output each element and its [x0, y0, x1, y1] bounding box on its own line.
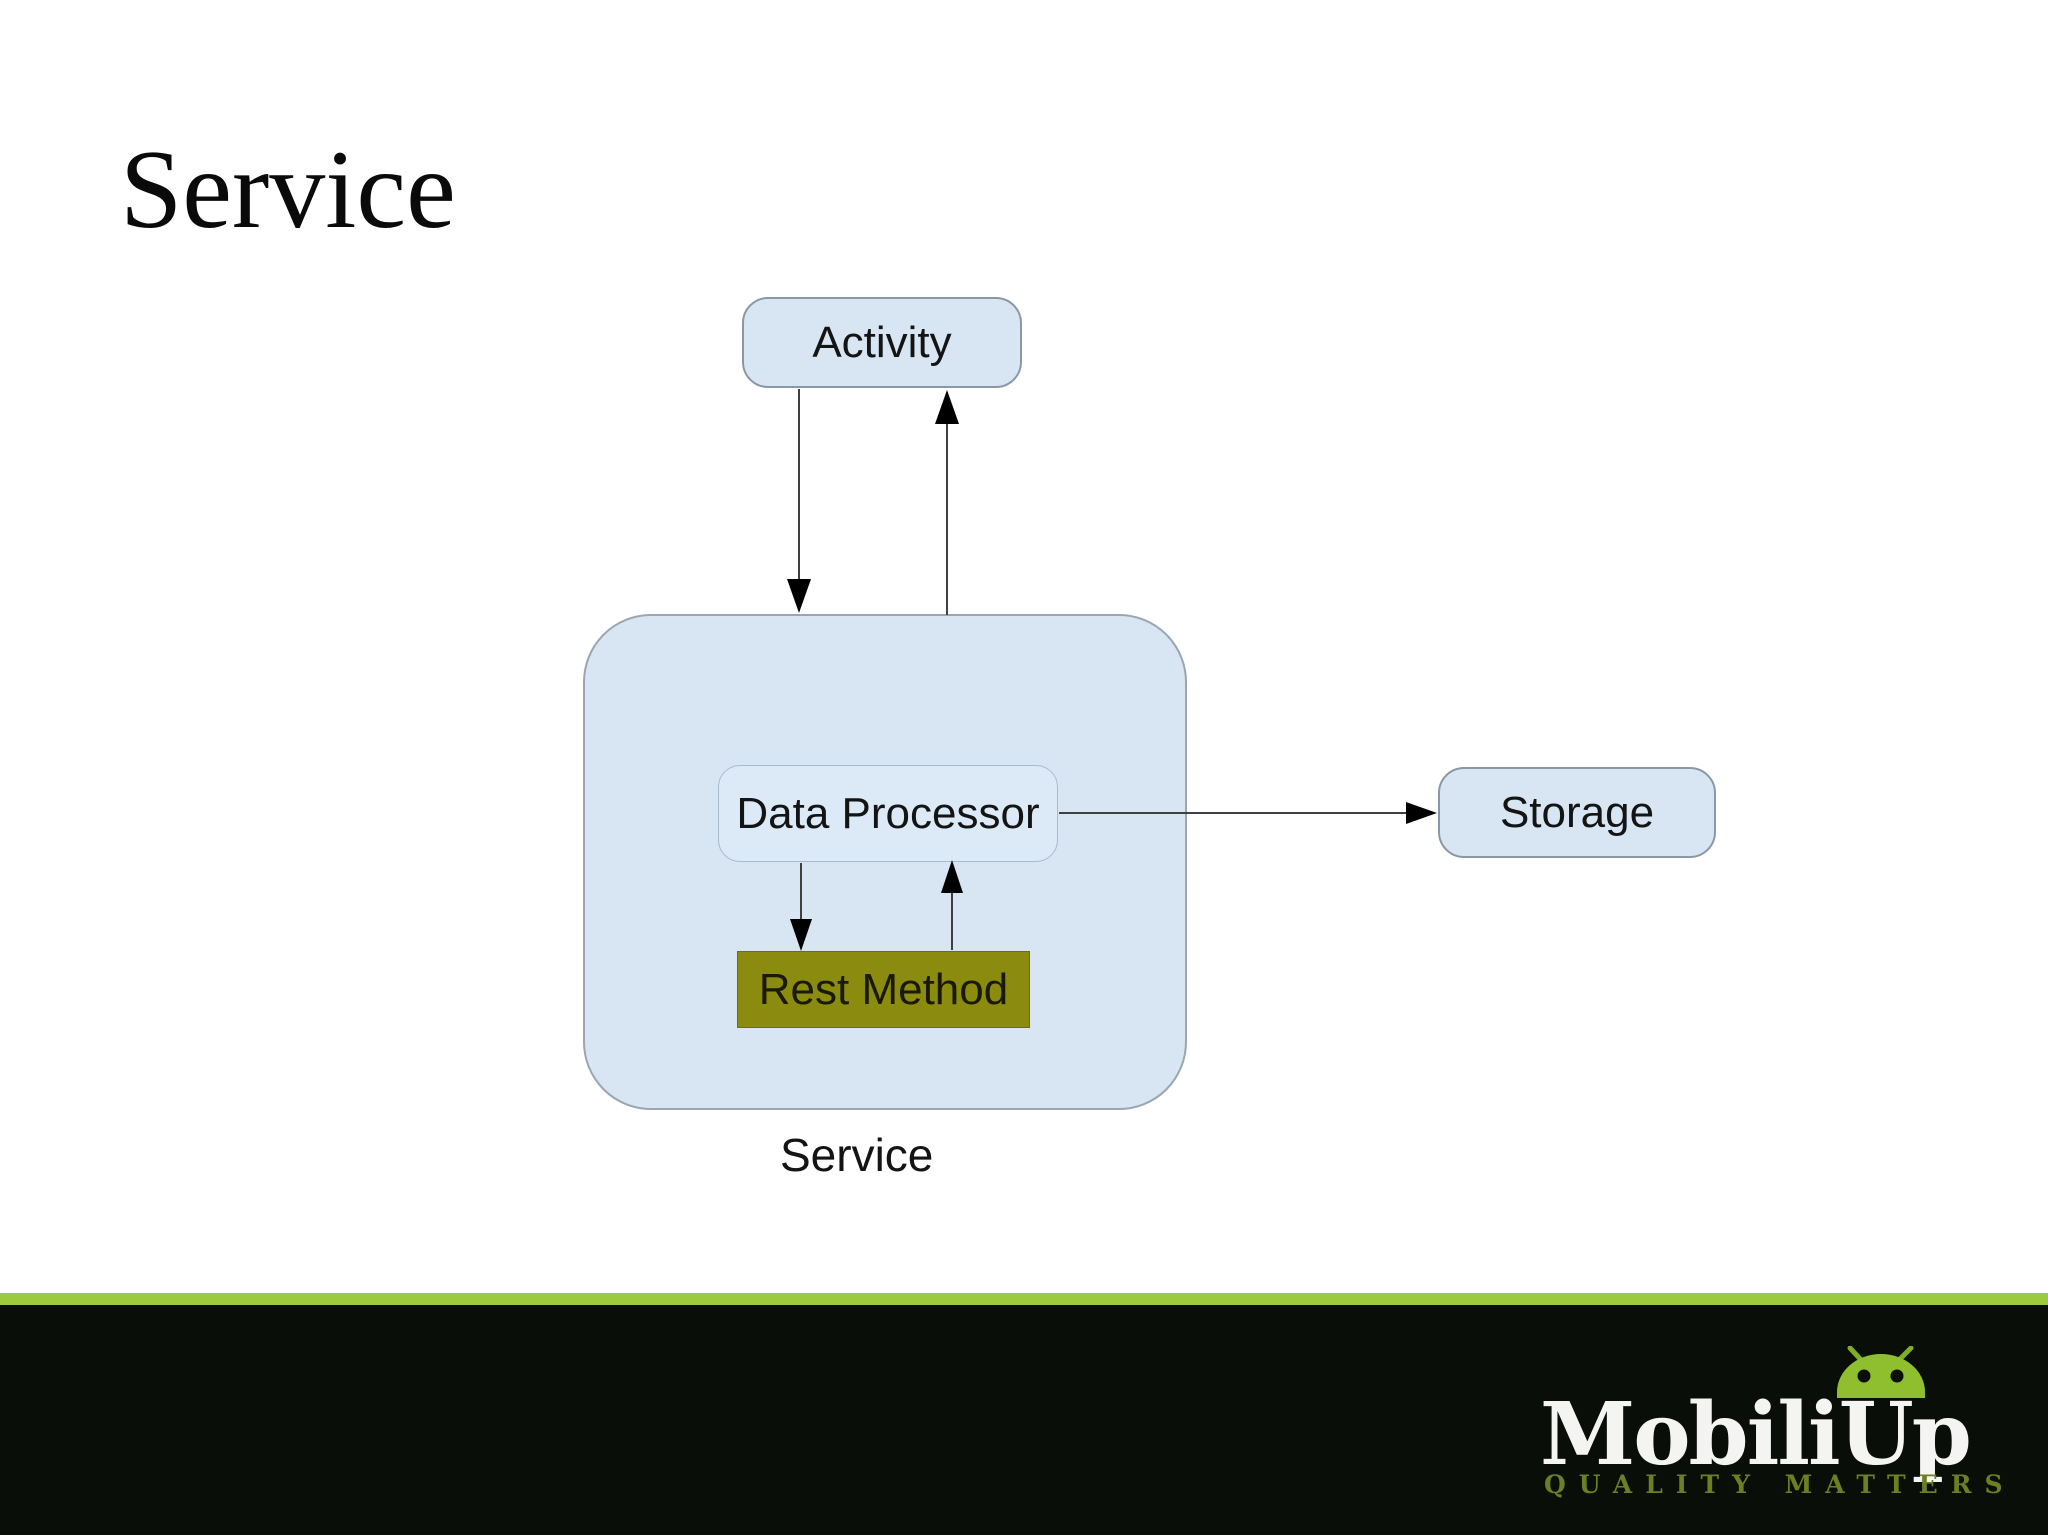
arrow-service-to-activity	[935, 390, 959, 615]
page-title: Service	[120, 128, 456, 252]
service-container-box	[583, 614, 1187, 1110]
service-container-label: Service	[780, 1129, 934, 1181]
brand-wordmark: Mobili Up	[1540, 1346, 1972, 1478]
brand-text-up: Up	[1838, 1384, 1972, 1485]
node-activity: Activity	[742, 297, 1022, 388]
arrow-activity-to-service	[787, 389, 811, 613]
node-storage: Storage	[1438, 767, 1716, 858]
node-rest-method-label: Rest Method	[758, 964, 1009, 1014]
node-activity-label: Activity	[812, 317, 952, 367]
node-data-processor-label: Data Processor	[736, 788, 1040, 838]
brand-text-mobili: Mobili	[1540, 1384, 1841, 1485]
node-storage-label: Storage	[1499, 787, 1655, 837]
brand-tagline: QUALITY MATTERS	[1544, 1470, 2016, 1499]
node-data-processor: Data Processor	[718, 765, 1058, 862]
footer-bar: Mobili Up QUALITY MATTERS	[0, 1305, 2048, 1535]
android-robot-icon	[1836, 1346, 1925, 1398]
footer-accent-bar	[0, 1293, 2048, 1305]
brand-logo: Mobili Up QUALITY MATTERS	[1540, 1340, 2003, 1510]
node-rest-method: Rest Method	[737, 951, 1030, 1028]
